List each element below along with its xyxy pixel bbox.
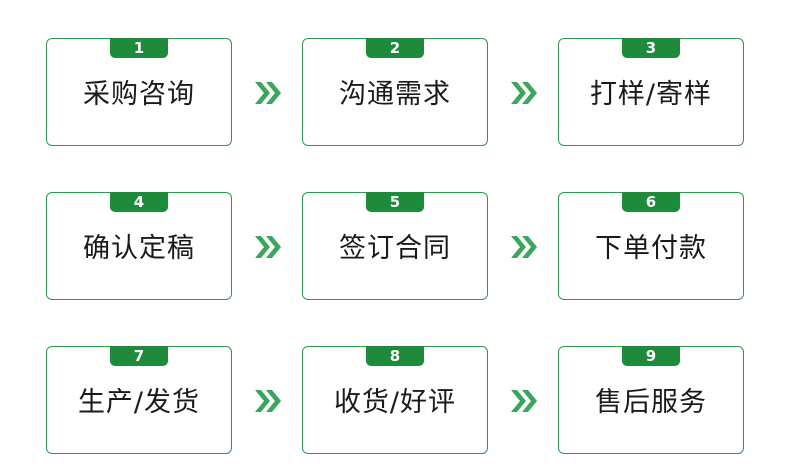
step-label: 采购咨询 — [83, 79, 195, 110]
step-label: 收货/好评 — [333, 387, 457, 418]
step-label: 确认定稿 — [83, 233, 195, 264]
step-5-box: 5 签订合同 — [302, 192, 488, 300]
step-3-box: 3 打样/寄样 — [558, 38, 744, 146]
step-label: 下单付款 — [595, 233, 707, 264]
double-chevron-right-icon — [251, 387, 285, 415]
step-number-badge: 2 — [366, 38, 424, 58]
step-8-box: 8 收货/好评 — [302, 346, 488, 454]
step-label: 签订合同 — [339, 233, 451, 264]
step-9-box: 9 售后服务 — [558, 346, 744, 454]
step-number-badge: 1 — [110, 38, 168, 58]
step-number-badge: 6 — [622, 192, 680, 212]
step-1-box: 1 采购咨询 — [46, 38, 232, 146]
step-number-badge: 9 — [622, 346, 680, 366]
double-chevron-right-icon — [507, 387, 541, 415]
double-chevron-right-icon — [507, 233, 541, 261]
double-chevron-right-icon — [251, 233, 285, 261]
step-label: 售后服务 — [595, 387, 707, 418]
step-number-badge: 8 — [366, 346, 424, 366]
step-number-badge: 3 — [622, 38, 680, 58]
step-number-badge: 7 — [110, 346, 168, 366]
double-chevron-right-icon — [507, 79, 541, 107]
step-label: 生产/发货 — [77, 387, 201, 418]
step-label: 沟通需求 — [339, 79, 451, 110]
step-number-badge: 5 — [366, 192, 424, 212]
step-label: 打样/寄样 — [589, 79, 713, 110]
step-4-box: 4 确认定稿 — [46, 192, 232, 300]
step-number-badge: 4 — [110, 192, 168, 212]
step-2-box: 2 沟通需求 — [302, 38, 488, 146]
double-chevron-right-icon — [251, 79, 285, 107]
step-6-box: 6 下单付款 — [558, 192, 744, 300]
step-7-box: 7 生产/发货 — [46, 346, 232, 454]
